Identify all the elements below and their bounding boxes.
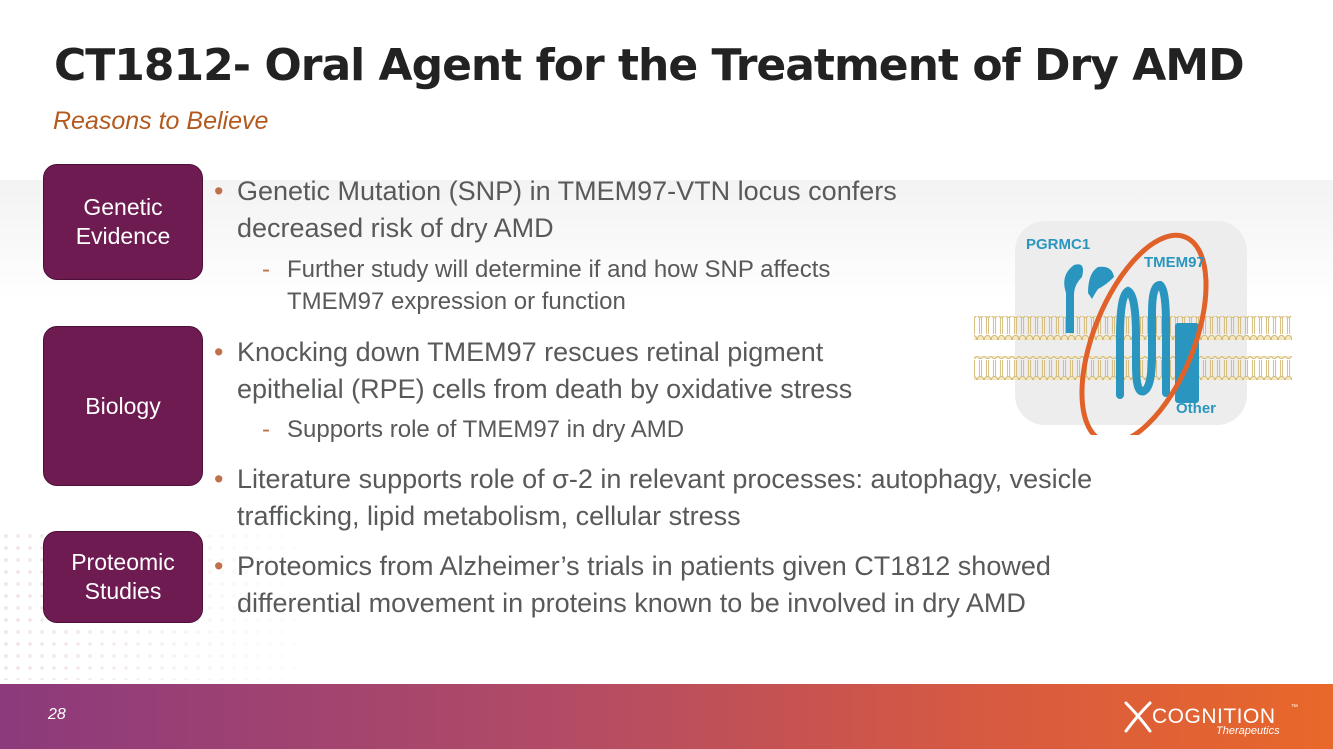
tag-line: Studies bbox=[84, 578, 162, 604]
tag-genetic-evidence: Genetic Evidence bbox=[43, 164, 203, 280]
subbullet-marker: - bbox=[262, 256, 270, 283]
bullet-line: Knocking down TMEM97 rescues retinal pig… bbox=[237, 337, 824, 367]
logo-name: COGNITION bbox=[1152, 705, 1276, 728]
tag-line: Genetic bbox=[83, 194, 163, 220]
slide-title: CT1812- Oral Agent for the Treatment of … bbox=[54, 40, 1245, 91]
subbullet-line: TMEM97 expression or function bbox=[287, 288, 626, 315]
bullet-line: differential movement in proteins known … bbox=[237, 588, 1026, 618]
tag-biology: Biology bbox=[43, 326, 203, 486]
membrane-protein-diagram: PGRMC1 TMEM97 Other bbox=[974, 221, 1292, 435]
label-pgrmc1: PGRMC1 bbox=[1026, 236, 1090, 253]
bullet-marker: • bbox=[214, 337, 224, 367]
bullet-line: Literature supports role of σ-2 in relev… bbox=[237, 464, 1093, 494]
tmem97-highlight-ellipse bbox=[1079, 232, 1209, 435]
bullet-line: epithelial (RPE) cells from death by oxi… bbox=[237, 374, 853, 404]
tag-line: Evidence bbox=[75, 223, 171, 249]
label-tmem97: TMEM97 bbox=[1144, 254, 1205, 271]
bullet-line: trafficking, lipid metabolism, cellular … bbox=[237, 501, 741, 531]
bullet-marker: • bbox=[214, 464, 224, 494]
bullet-marker: • bbox=[214, 176, 224, 206]
subbullet-line: Further study will determine if and how … bbox=[287, 256, 831, 283]
logo-trademark: ™ bbox=[1291, 704, 1298, 711]
bullet-line: decreased risk of dry AMD bbox=[237, 213, 554, 243]
subbullet-marker: - bbox=[262, 416, 270, 443]
logo-subtitle: Therapeutics bbox=[1216, 725, 1280, 737]
cognition-logo: COGNITION ™ Therapeutics bbox=[1124, 699, 1304, 739]
logo-x-mark-icon bbox=[1124, 701, 1152, 733]
bullet-marker: • bbox=[214, 551, 224, 581]
label-other: Other bbox=[1176, 400, 1216, 417]
slide-subtitle: Reasons to Believe bbox=[53, 107, 269, 135]
page-number: 28 bbox=[48, 706, 66, 723]
tag-line: Biology bbox=[85, 392, 161, 419]
tag-proteomic-studies: Proteomic Studies bbox=[43, 531, 203, 623]
pgrmc1-protein-right bbox=[1088, 266, 1114, 299]
subbullet-line: Supports role of TMEM97 in dry AMD bbox=[287, 416, 685, 443]
pgrmc1-protein-left bbox=[1064, 264, 1083, 333]
tag-line: Proteomic bbox=[71, 549, 175, 575]
tmem97-protein bbox=[1116, 280, 1170, 399]
bullet-line: Genetic Mutation (SNP) in TMEM97-VTN loc… bbox=[237, 176, 897, 206]
bullet-line: Proteomics from Alzheimer’s trials in pa… bbox=[237, 551, 1051, 581]
footer-bar: 28 COGNITION ™ Therapeutics bbox=[0, 684, 1333, 749]
